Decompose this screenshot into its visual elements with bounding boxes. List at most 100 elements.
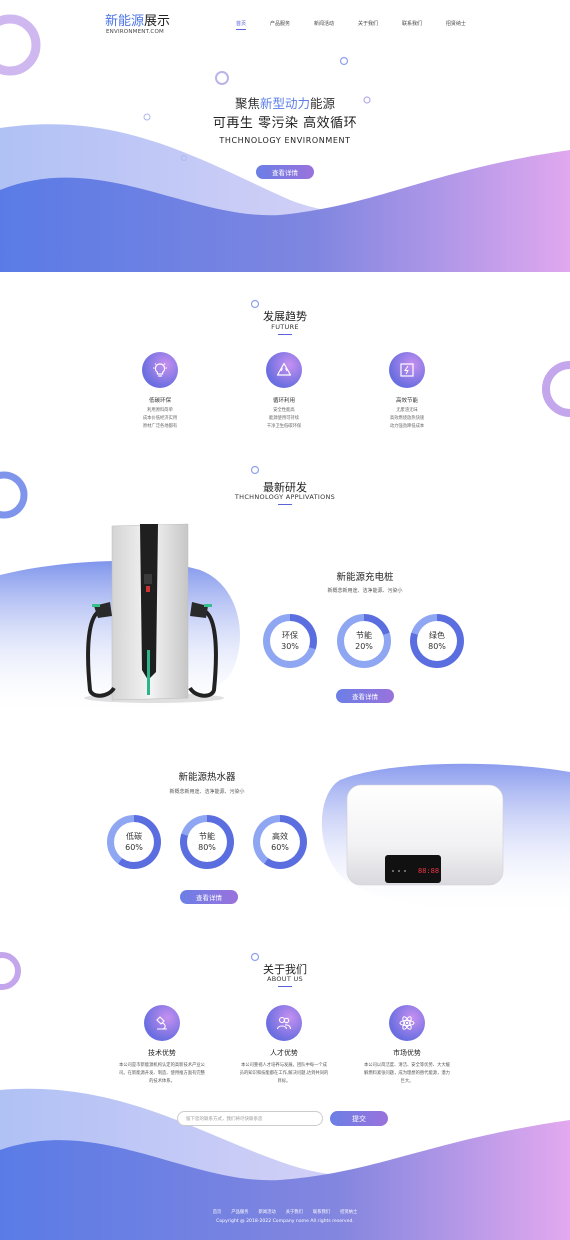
about-item-circle [266,1005,302,1041]
desc-line: 利用原料简单 [147,408,173,413]
hero-headline-c: 能源 [310,96,336,111]
nav-home[interactable]: 首页 [236,20,247,30]
copyright: Copyright @ 2018-2022 Company name All r… [216,1219,354,1224]
desc-line: 本公司以简洁度、清洁、安全等优势、大大缓 [364,1063,450,1068]
desc-line: 解燃料紧张问题，成为理想的替代能源，潜力 [364,1071,450,1076]
footer-nav-products[interactable]: 产品服务 [231,1210,249,1215]
future-decor [250,299,570,417]
footer-nav: 首页 产品服务 新闻活动 关于我们 联系我们 招贤纳士 [0,1209,570,1215]
research-divider [278,504,292,505]
about-item-name: 人才优势 [270,1049,298,1057]
footer-nav-jobs[interactable]: 招贤纳士 [340,1210,358,1215]
about-item-desc: 本公司是市新能源机构认定的高新技术产业公 司。在新能源开发、制造、使用推方面有完… [102,1062,222,1086]
charger-ring-green: 绿色 80% [410,614,464,668]
energy-icon [400,363,414,377]
charger-image [84,523,224,703]
desc-line: 的技术体系。 [149,1079,175,1084]
ring-value: 30% [281,642,299,651]
about-item-name: 技术优势 [148,1049,176,1057]
future-item-name: 循环利用 [272,398,295,404]
desc-line: 成本价低经济实用 [142,416,178,421]
desc-line: 员的知识和技能都在工作,解决问题,达到共同的 [239,1071,329,1076]
about-title: 关于我们 [263,963,307,976]
research-title: 最新研发 [263,481,307,494]
heater-ring-lowcarbon: 低碳 60% [107,815,161,869]
desc-line: 司。在新能源开发、制造、使用推方面有完整 [119,1071,205,1076]
desc-line: 动力强劲降低成本 [389,424,425,429]
ring-value: 20% [355,642,373,651]
charger-title: 新能源充电桩 [336,572,394,583]
atom-icon [399,1016,415,1030]
ring-label: 环保 [282,631,298,640]
heater-title: 新能源热水器 [178,772,236,783]
footer-nav-news[interactable]: 新闻活动 [258,1210,276,1215]
recycle-icon [276,362,292,376]
bulb-icon [153,363,167,377]
about-item-desc: 本公司以简洁度、清洁、安全等优势、大大缓 解燃料紧张问题，成为理想的替代能源，潜… [347,1062,467,1086]
contact-input[interactable]: 留下您的联系方式，我们将尽快联系您 [177,1111,323,1126]
ring-label: 绿色 [429,631,445,640]
future-title: 发展趋势 [263,310,307,323]
about-item-circle [389,1005,425,1041]
ring-label: 节能 [356,631,372,640]
about-subtitle: ABOUT US [267,975,303,983]
hero-headline: 聚焦新型动力能源 [0,93,570,112]
desc-line: 原材广泛各地都有 [142,424,178,429]
heater-detail-button[interactable]: 查看详情 [180,890,238,904]
future-item-circle [142,352,178,388]
charger-detail-button[interactable]: 查看详情 [336,689,394,703]
heater-display: 88:88 [418,867,439,875]
ring-value: 80% [428,642,446,651]
desc-line: 能源使用可持续 [268,416,300,421]
about-divider [278,986,292,987]
footer-nav-home[interactable]: 首页 [212,1210,222,1215]
footer-nav-contact[interactable]: 联系我们 [312,1210,331,1215]
nav-news[interactable]: 新闻活动 [313,21,334,27]
hero-detail-button[interactable]: 查看详情 [256,165,314,179]
hero-background [0,14,570,272]
charger-subtitle: 新概念新用途、洁净能源、污染小 [327,588,403,594]
desc-line: 无废渣无味 [396,408,418,413]
future-item-name: 高效节能 [395,398,418,404]
about-item-desc: 本公司重视人才培养与发展。团队中每一个成 员的知识和技能都在工作,解决问题,达到… [224,1062,344,1086]
nav-about[interactable]: 关于我们 [357,21,378,27]
future-item-circle [389,352,425,388]
future-item-name: 低碳环保 [148,398,171,404]
desc-line: 干净卫生低碳环保 [266,424,302,429]
hero-headline-b: 新型动力 [259,96,310,111]
logo-subtitle: ENVIRONMENT.COM [106,29,164,35]
desc-line: 巨大。 [400,1079,414,1084]
logo-part1: 新能源 [105,14,145,29]
desc-line: 目标。 [277,1079,291,1084]
desc-line: 本公司重视人才培养与发展。团队中每一个成 [241,1063,327,1068]
charger-ring-eco: 环保 30% [263,614,317,668]
main-nav: 首页 产品服务 新闻活动 关于我们 联系我们 招贤纳士 [236,20,466,30]
microscope-icon [156,1016,167,1030]
ring-value: 60% [271,843,289,852]
desc-line: 高效燃烧放热快速 [389,416,425,421]
footer-nav-about[interactable]: 关于我们 [285,1210,303,1215]
about-item-name: 市场优势 [393,1049,421,1057]
nav-products[interactable]: 产品服务 [269,21,290,27]
research-subtitle: THCHNOLOGY APPLIVATIONS [234,493,336,501]
future-item-circle [266,352,302,388]
hero-english: THCHNOLOGY ENVIRONMENT [219,136,351,145]
future-item-desc: 安全性能高 能源使用可持续 干净卫生低碳环保 [234,407,334,431]
ring-label: 高效 [272,832,288,841]
ring-value: 60% [125,843,143,852]
desc-line: 安全性能高 [273,408,295,413]
ring-label: 节能 [199,832,215,841]
future-divider [278,334,292,335]
heater-subtitle: 新概念新用途、洁净能源、污染小 [169,789,245,795]
nav-contact[interactable]: 联系我们 [401,21,422,27]
nav-jobs[interactable]: 招贤纳士 [445,21,466,27]
future-item-desc: 利用原料简单 成本价低经济实用 原材广泛各地都有 [110,407,210,431]
ring-label: 低碳 [126,832,142,841]
heater-ring-efficient: 高效 60% [253,815,307,869]
future-subtitle: FUTURE [271,323,299,331]
logo[interactable]: 新能源展示 [105,10,170,29]
charger-ring-saving: 节能 20% [337,614,391,668]
about-item-circle [144,1005,180,1041]
submit-button[interactable]: 提交 [330,1111,388,1126]
ring-value: 80% [198,843,216,852]
